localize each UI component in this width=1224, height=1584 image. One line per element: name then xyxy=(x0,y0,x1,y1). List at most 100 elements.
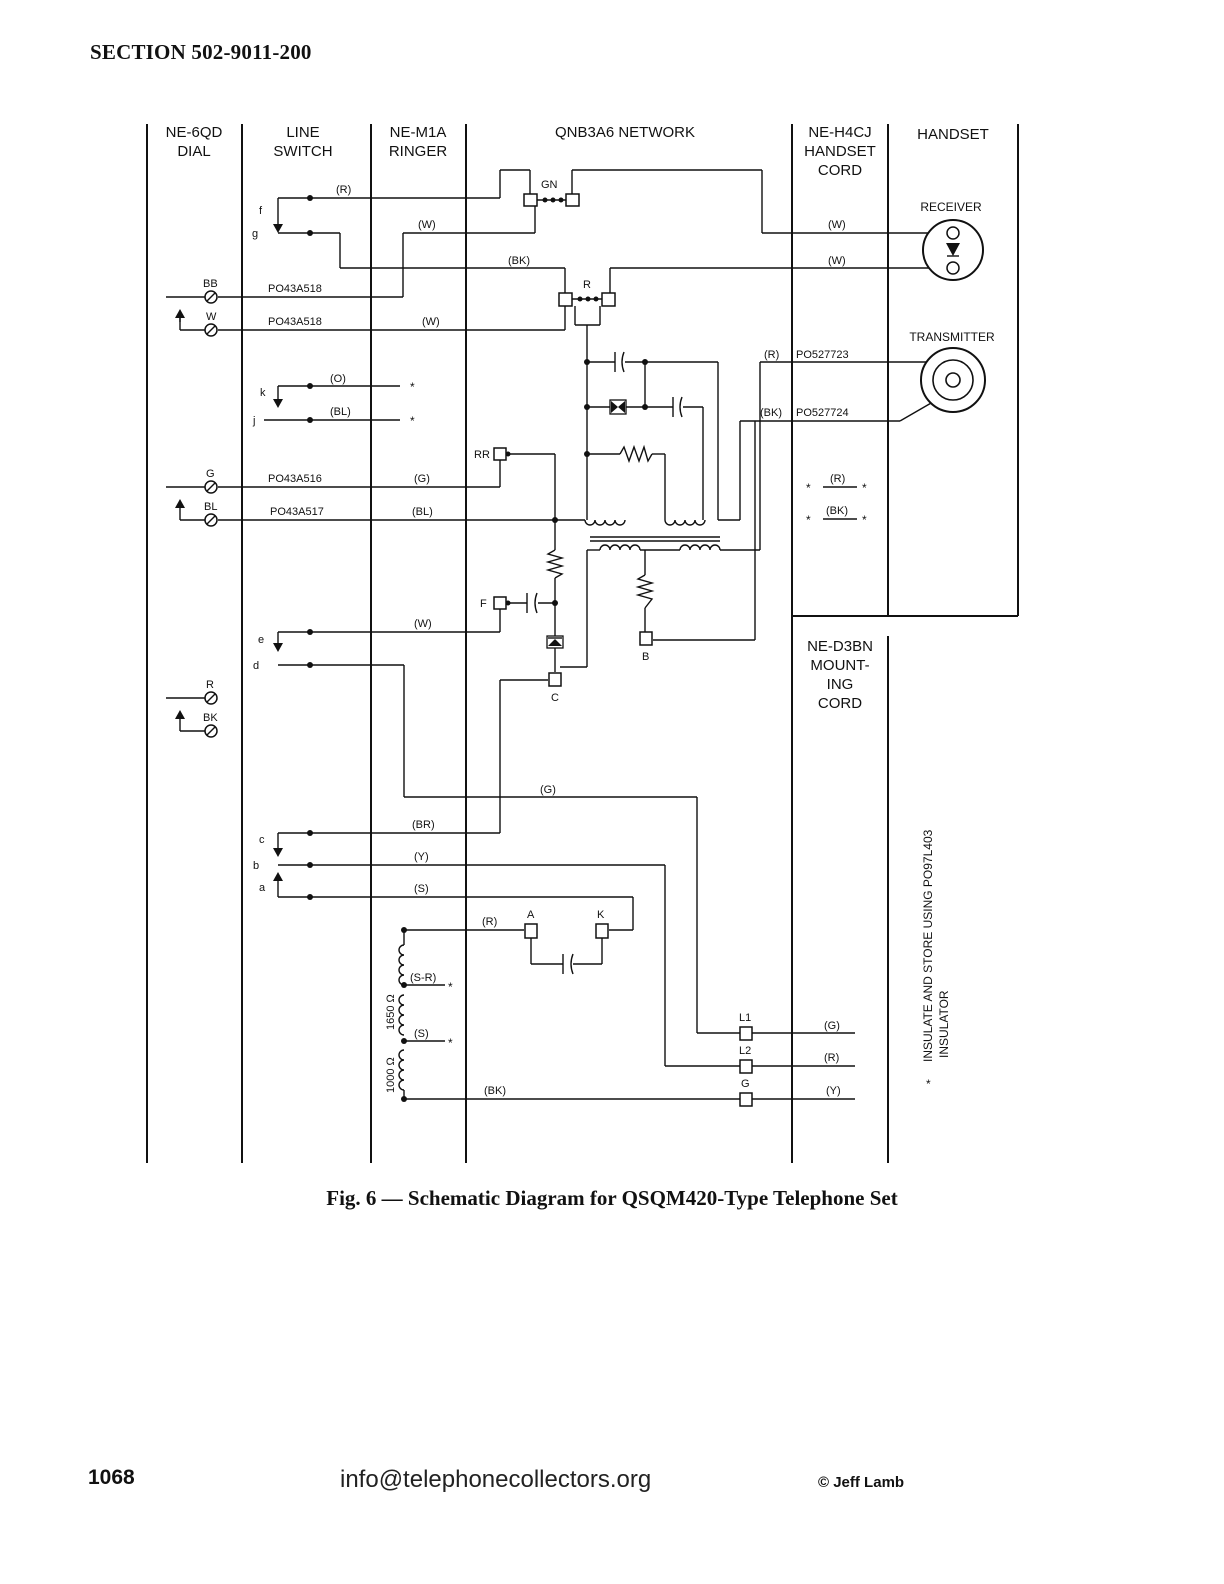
contact-email[interactable]: info@telephonecollectors.org xyxy=(340,1466,652,1493)
terminal-label: K xyxy=(597,909,605,921)
wire-label: PO43A518 xyxy=(268,283,322,295)
section-header: SECTION 502-9011-200 xyxy=(90,40,312,64)
terminal-label: B xyxy=(642,651,649,663)
wire-label: (G) xyxy=(414,473,430,485)
terminal-label: R xyxy=(583,279,591,291)
mounting-cord-header: CORD xyxy=(818,695,862,712)
switch-contact-label: e xyxy=(258,634,264,646)
dial-terminal-label: BB xyxy=(203,278,218,290)
wire-label: (BR) xyxy=(412,819,435,831)
varistors xyxy=(546,399,627,649)
terminal-label: GN xyxy=(541,179,558,191)
wire-label: (S-R) xyxy=(410,972,436,984)
svg-text:*: * xyxy=(448,980,453,994)
switch-springs xyxy=(175,198,283,897)
wire-label: (W) xyxy=(828,219,846,231)
wire-label: (W) xyxy=(422,316,440,328)
terminal-label: L2 xyxy=(739,1045,751,1057)
mounting-cord-header: ING xyxy=(827,676,854,693)
dial-header: NE-6QD xyxy=(166,124,223,141)
wire-label: (BL) xyxy=(330,406,351,418)
wire-label: (G) xyxy=(824,1020,840,1032)
dial-terminal-label: G xyxy=(206,468,215,480)
transformer xyxy=(584,519,721,551)
wire-label: (O) xyxy=(330,373,346,385)
resistance-label: 1000 Ω xyxy=(385,1057,397,1093)
wire-label: (R) xyxy=(824,1052,839,1064)
dial-terminal-label: R xyxy=(206,679,214,691)
receiver-icon xyxy=(922,219,984,281)
svg-text:*: * xyxy=(862,481,867,495)
wiring xyxy=(166,169,953,1100)
handset-cord-header: HANDSET xyxy=(804,143,876,160)
wire-label: PO43A518 xyxy=(268,316,322,328)
figure-caption: Fig. 6 — Schematic Diagram for QSQM420-T… xyxy=(326,1186,898,1210)
wire-label: PO43A516 xyxy=(268,473,322,485)
resistors xyxy=(545,444,655,609)
dial-header: DIAL xyxy=(177,143,210,160)
svg-text:*: * xyxy=(806,513,811,527)
transmitter-label: TRANSMITTER xyxy=(909,330,995,344)
wire-label: (R) xyxy=(830,473,845,485)
ringer-header: RINGER xyxy=(389,143,448,160)
line-switch-header: LINE xyxy=(286,124,319,141)
mounting-cord-header: MOUNT- xyxy=(810,657,869,674)
line-switch-header: SWITCH xyxy=(273,143,332,160)
svg-text:*: * xyxy=(806,481,811,495)
wire-label: (W) xyxy=(828,255,846,267)
wire-label: (BK) xyxy=(760,407,782,419)
insulate-markers: * * * * * * * * xyxy=(410,380,867,1050)
wire-label: (R) xyxy=(764,349,779,361)
resistance-label: 1650 Ω xyxy=(385,994,397,1030)
terminal-label: L1 xyxy=(739,1012,751,1024)
terminal-label: G xyxy=(741,1078,750,1090)
wire-label: PO527724 xyxy=(796,407,849,419)
svg-text:*: * xyxy=(410,414,415,428)
network-terminals xyxy=(493,193,753,1107)
network-header: QNB3A6 NETWORK xyxy=(555,124,695,141)
terminal-label: A xyxy=(527,909,535,921)
ringer-coil xyxy=(398,944,405,1099)
capacitors xyxy=(526,351,683,975)
switch-contact-label: d xyxy=(253,660,259,672)
insulate-note: INSULATOR xyxy=(937,990,951,1058)
wire-label: PO43A517 xyxy=(270,506,324,518)
insulate-note: INSULATE AND STORE USING PO97L403 xyxy=(921,829,935,1062)
wire-label: (W) xyxy=(418,219,436,231)
wire-label: (S) xyxy=(414,883,429,895)
ringer-header: NE-M1A xyxy=(390,124,447,141)
wire-label: PO527723 xyxy=(796,349,849,361)
junction-dots xyxy=(307,195,956,1102)
switch-contact-label: j xyxy=(252,415,255,427)
switch-contact-label: g xyxy=(252,228,258,240)
note-marker: * xyxy=(926,1077,931,1091)
terminal-label: F xyxy=(480,598,487,610)
wire-label: (BK) xyxy=(484,1085,506,1097)
switch-contact-label: k xyxy=(260,387,266,399)
svg-text:*: * xyxy=(862,513,867,527)
transmitter-icon xyxy=(920,347,986,413)
dial-terminals xyxy=(204,290,218,738)
dial-terminal-label: BK xyxy=(203,712,218,724)
receiver-label: RECEIVER xyxy=(920,200,982,214)
terminal-label: C xyxy=(551,692,559,704)
handset-cord-header: CORD xyxy=(818,162,862,179)
copyright: © Jeff Lamb xyxy=(818,1474,905,1491)
terminal-label: RR xyxy=(474,449,490,461)
wire-label: (G) xyxy=(540,784,556,796)
wire-label: (S) xyxy=(414,1028,429,1040)
wire-label: (BL) xyxy=(412,506,433,518)
switch-contact-label: a xyxy=(259,882,266,894)
wire-label: (Y) xyxy=(826,1085,841,1097)
switch-contact-label: c xyxy=(259,834,265,846)
switch-contact-label: f xyxy=(259,205,263,217)
dial-terminal-label: BL xyxy=(204,501,217,513)
wire-label: (W) xyxy=(414,618,432,630)
wire-label: (R) xyxy=(482,916,497,928)
page-number: 1068 xyxy=(88,1466,135,1489)
switch-contact-label: b xyxy=(253,860,259,872)
mounting-cord-header: NE-D3BN xyxy=(807,638,873,655)
dial-terminal-label: W xyxy=(206,311,217,323)
wire-label: (BK) xyxy=(508,255,530,267)
